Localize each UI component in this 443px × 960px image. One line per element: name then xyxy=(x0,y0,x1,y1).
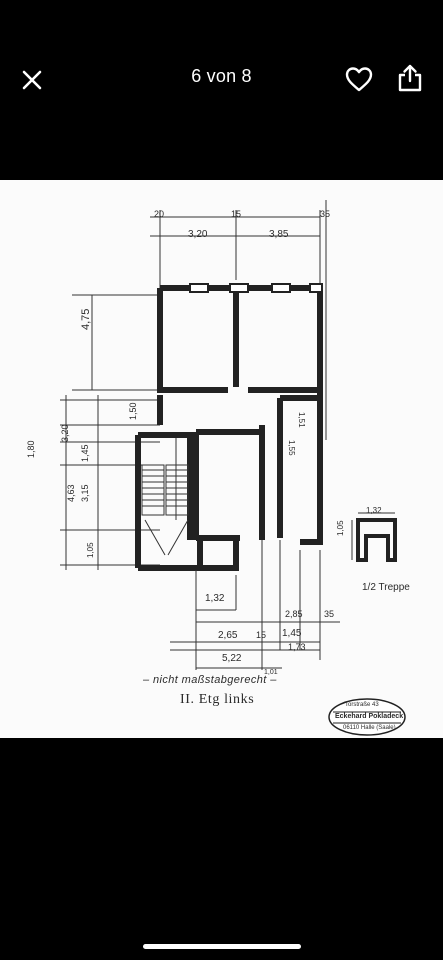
dim-left-180: 1,80 xyxy=(26,440,36,458)
stamp: Torstraße 43 Eckehard Pokladeck 06110 Ha… xyxy=(327,697,407,737)
dim-bottom-15: 15 xyxy=(256,630,267,640)
home-indicator[interactable] xyxy=(143,944,301,949)
floor-label: II. Etg links xyxy=(180,692,255,707)
dim-bottom-173: 1,73 xyxy=(288,642,306,652)
like-button[interactable] xyxy=(341,61,377,97)
stair-label: 1/2 Treppe xyxy=(362,582,410,593)
dim-top-35: 35 xyxy=(320,209,331,219)
dim-bottom-285: 2,85 xyxy=(285,609,303,619)
dim-left-320: 3,20 xyxy=(60,424,70,442)
stair-width: 1,32 xyxy=(366,506,382,515)
stair-depth: 1,05 xyxy=(336,520,345,536)
dim-bottom-265: 2,65 xyxy=(218,630,238,641)
stamp-line3: 06110 Halle (Saale) xyxy=(343,725,396,731)
dim-left-463: 4,63 xyxy=(66,484,76,502)
dim-bottom-101: 1,01 xyxy=(264,669,278,676)
top-bar: 6 von 8 xyxy=(0,0,443,180)
dim-bottom-35: 35 xyxy=(324,609,335,619)
close-button[interactable] xyxy=(14,62,50,98)
dim-top-385: 3,85 xyxy=(269,229,289,240)
dim-left-475: 4,75 xyxy=(80,308,92,330)
scale-note: – nicht maßstabgerecht – xyxy=(143,674,277,686)
bottom-area xyxy=(0,738,443,960)
dim-top-20: 20 xyxy=(154,209,165,219)
stamp-line1: Torstraße 43 xyxy=(345,702,379,708)
dim-left-150: 1,50 xyxy=(128,402,138,420)
floor-plan-drawing xyxy=(60,200,397,670)
dim-left-105: 1,05 xyxy=(86,542,95,558)
room-label-151: 1,51 xyxy=(297,412,306,428)
dim-left-315: 3,15 xyxy=(80,484,90,502)
heart-icon xyxy=(345,67,373,92)
image-counter: 6 von 8 xyxy=(191,66,252,86)
dim-left-145: 1,45 xyxy=(80,444,90,462)
dim-bottom-522: 5,22 xyxy=(222,653,242,664)
share-button[interactable] xyxy=(392,60,428,96)
floor-plan-image[interactable]: 20 15 35 3,20 3,85 4,75 1,50 3,20 1,80 1… xyxy=(0,180,443,738)
dim-bottom-145: 1,45 xyxy=(282,628,302,639)
close-icon xyxy=(22,70,42,90)
dim-top-15: 15 xyxy=(231,209,242,219)
stamp-line2: Eckehard Pokladeck xyxy=(335,713,404,720)
dim-top-320: 3,20 xyxy=(188,229,208,240)
dim-bottom-132: 1,32 xyxy=(205,593,225,604)
room-label-155: 1,55 xyxy=(287,440,296,456)
share-icon xyxy=(398,64,422,92)
